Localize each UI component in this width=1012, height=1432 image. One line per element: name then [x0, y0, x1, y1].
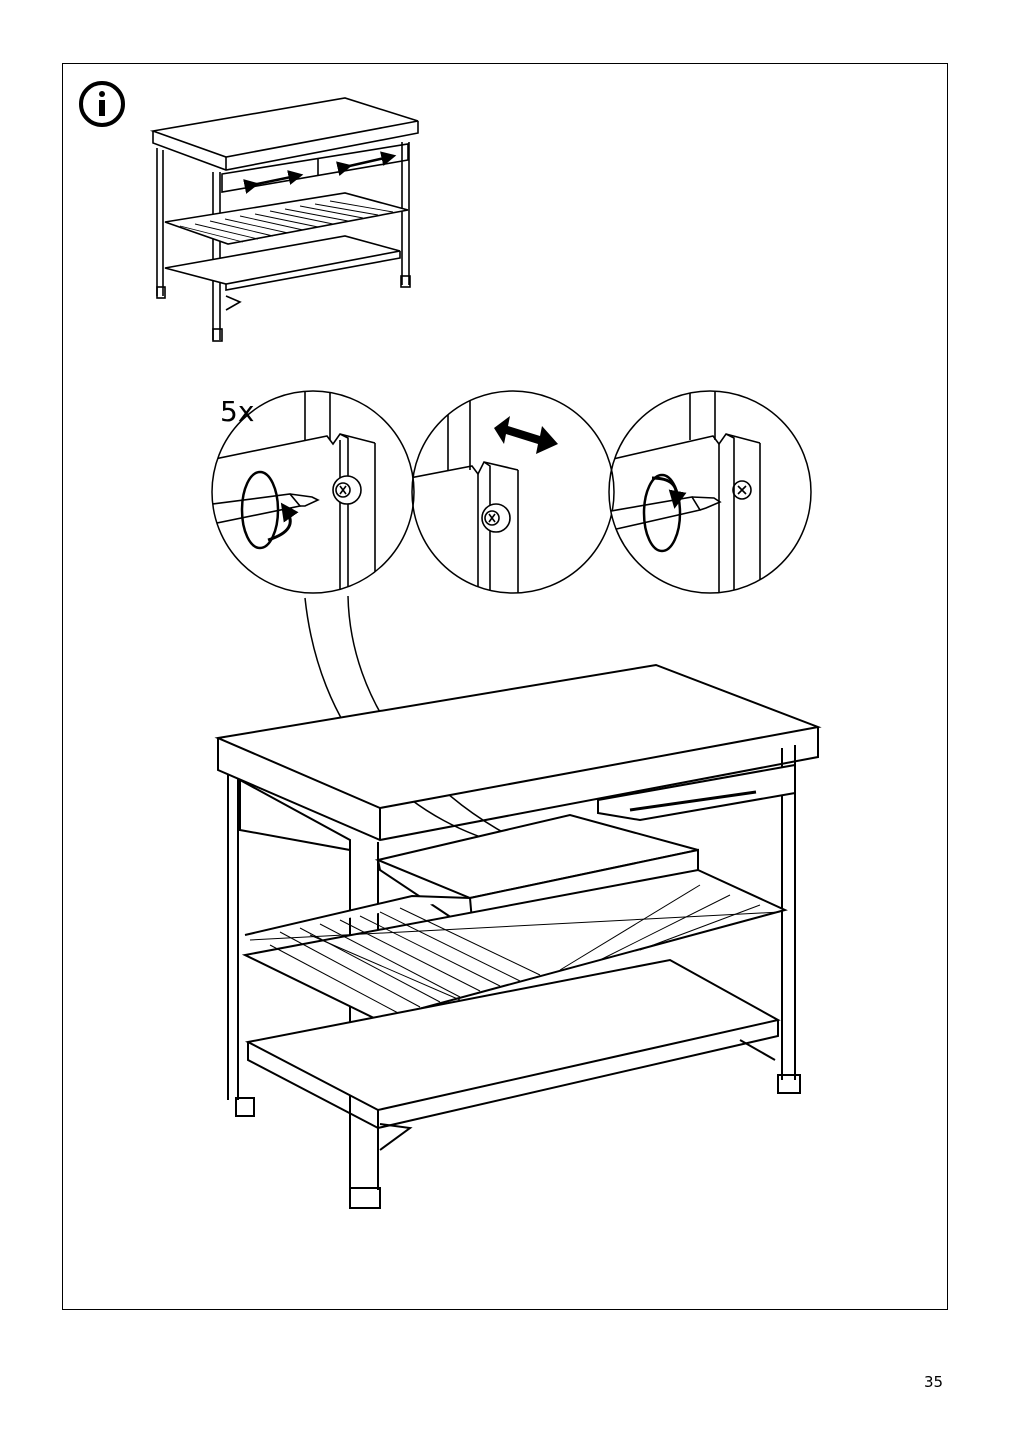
info-icon — [79, 81, 125, 127]
instruction-frame — [62, 63, 948, 1310]
detail-tighten-screw — [608, 390, 812, 594]
page-number: 35 — [924, 1373, 944, 1391]
overview-table-drawing — [149, 97, 419, 342]
main-table-drawing — [214, 663, 822, 1209]
detail-adjust-position — [411, 390, 615, 594]
double-arrow-icon — [494, 416, 558, 454]
quantity-label: 5x — [220, 395, 255, 428]
detail-loosen-screw — [211, 390, 415, 594]
